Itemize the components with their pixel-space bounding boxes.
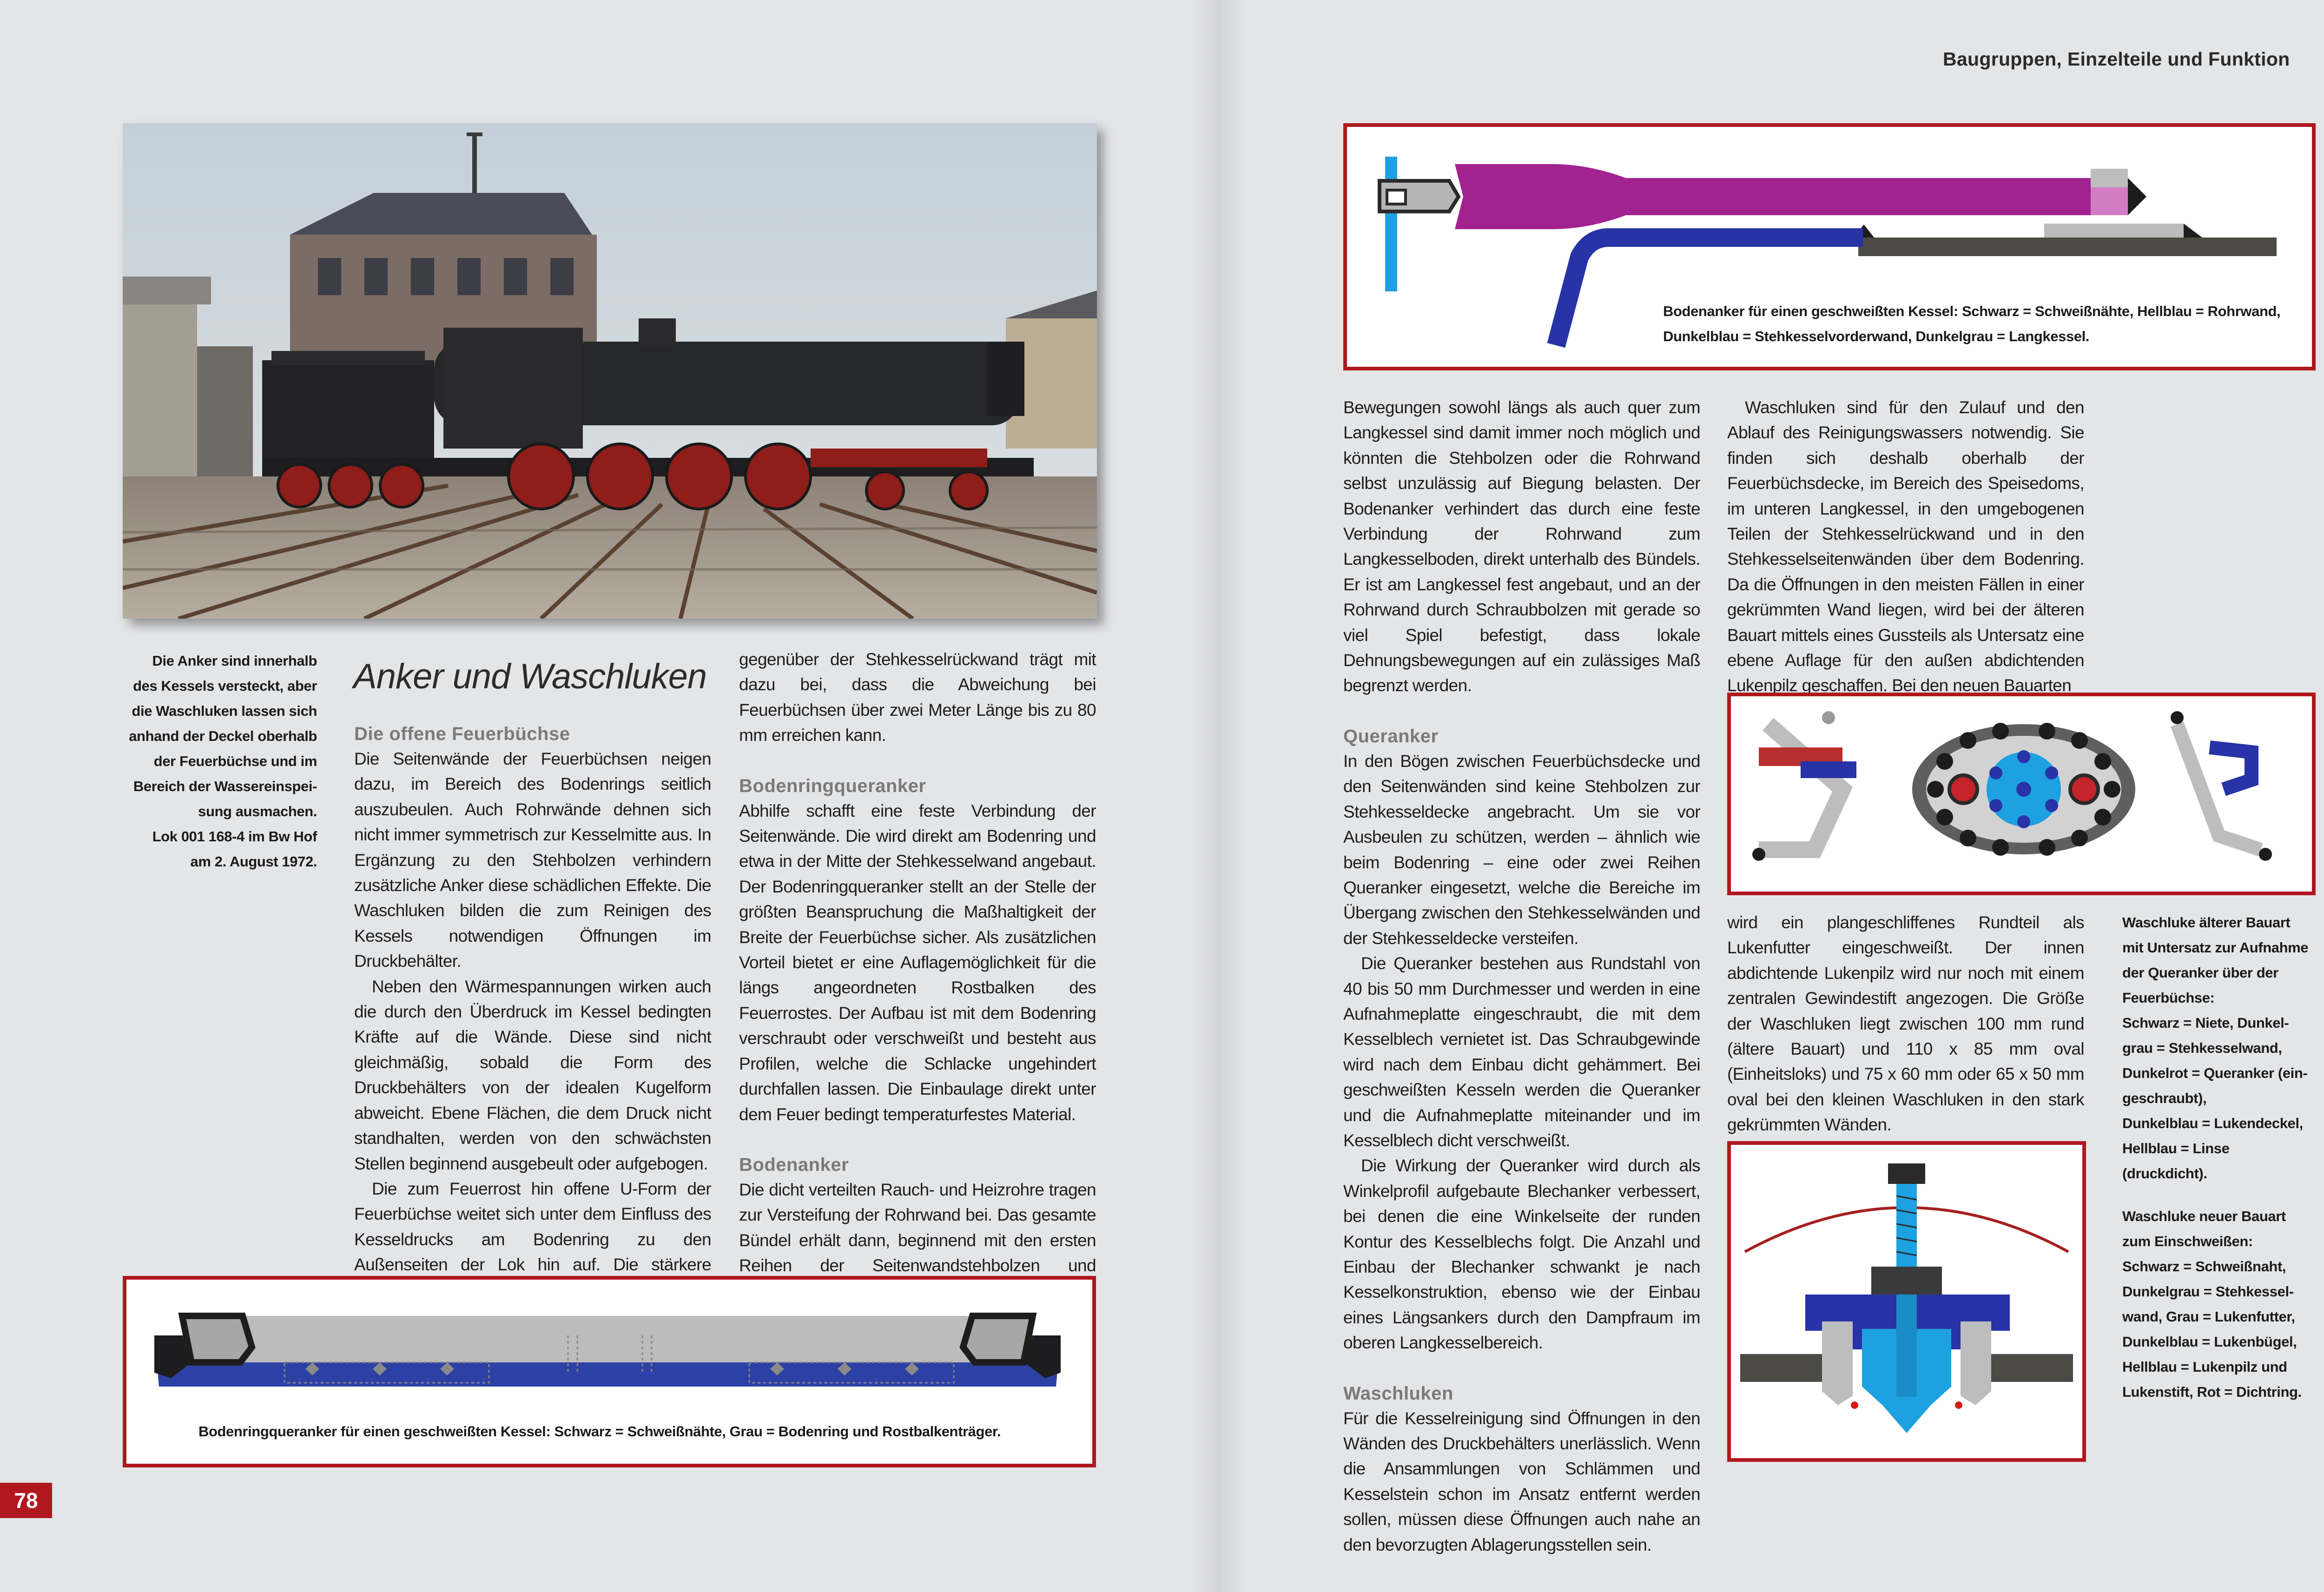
caption-waschluke-neu: Waschluke neuer Bauart zum Einschweißen:… <box>2122 1204 2317 1405</box>
caption-waschluke-neu-line: Waschluke neuer Bauart <box>2122 1208 2286 1224</box>
caption-waschluke-neu-line: wand, Grau = Lukenfutter, <box>2122 1308 2295 1325</box>
column-1-text: Die Seitenwände der Feuerbüchsen neigen … <box>354 746 712 1303</box>
column-2: gegenüber der Stehkesselrückwand trägt m… <box>739 647 1096 1329</box>
caption-waschluke-alt-line: mit Untersatz zur Aufnahme <box>2122 939 2309 956</box>
photo-caption-line: anhand der Deckel oberhalb <box>129 728 317 744</box>
column-3-para-3: Die Queranker bestehen aus Rundstahl von… <box>1343 954 1701 1150</box>
column-2-intro: gegenüber der Stehkesselrückwand trägt m… <box>739 650 1096 745</box>
subhead-waschluken: Waschluken <box>1343 1383 1453 1404</box>
caption-waschluke-neu-line: Schwarz = Schweißnaht, <box>2122 1258 2286 1275</box>
caption-waschluke-neu-line: Dunkelgrau = Stehkessel- <box>2122 1283 2294 1300</box>
column-3: Bewegungen sowohl längs als auch quer zu… <box>1343 395 1701 1558</box>
caption-waschluke-alt-line: Dunkelrot = Queranker (ein- <box>2122 1065 2308 1081</box>
locomotive-scene-graphic <box>123 123 1097 619</box>
column-4-lower: wird ein plangeschliffenes Rundteil als … <box>1727 910 2085 1138</box>
column-3-para-2: In den Bögen zwischen Feuerbüchsdecke un… <box>1343 751 1701 948</box>
photo-caption-line: am 2. August 1972. <box>190 853 317 870</box>
caption-waschluke-alt-line: Hellblau = Linse (druckdicht). <box>2122 1140 2230 1182</box>
figure-waschluke-alt <box>1727 693 2316 895</box>
running-header: Baugruppen, Einzelteile und Funktion <box>1943 48 2290 70</box>
column-2-para-1: Abhilfe schafft eine feste Verbindung de… <box>739 801 1096 1124</box>
column-3-para-4: Die Wirkung der Queranker wird durch als… <box>1343 1156 1701 1353</box>
article-title: Anker und Waschluken <box>353 657 707 696</box>
caption-waschluke-alt-line: Dunkelblau = Lukendeckel, <box>2122 1115 2303 1131</box>
locomotive-photo <box>123 123 1097 619</box>
photo-caption-line: die Waschluken lassen sich <box>132 703 317 719</box>
column-3-para-1: Bewegungen sowohl längs als auch quer zu… <box>1343 398 1701 695</box>
figure-waschluke-neu <box>1727 1141 2086 1462</box>
subhead-offene-feuerbuechse: Die offene Feuerbüchse <box>354 724 570 744</box>
caption-waschluke-alt: Waschluke älterer Bauart mit Untersatz z… <box>2122 910 2317 1186</box>
bodenanker-diagram <box>1378 157 2277 348</box>
paragraph: Die Seitenwände der Feuerbüchsen neigen … <box>354 749 712 971</box>
caption-waschluke-alt-line: grau = Stehkesselwand, <box>2122 1040 2282 1056</box>
caption-waschluke-alt-line: Feuerbüchse: <box>2122 990 2215 1006</box>
photo-caption-line: Bereich der Wassereinspei- <box>133 778 317 794</box>
figure-bodenanker-caption: Bodenanker für einen geschweißten Kessel… <box>1663 299 2304 349</box>
bodenringqueranker-diagram <box>154 1313 1061 1387</box>
figure-bodenringqueranker: Bodenringqueranker für einen geschweißte… <box>123 1276 1096 1467</box>
photo-caption-line: der Feuerbüchse und im <box>153 753 317 769</box>
figure-bodenanker-caption-line: Dunkelblau = Stehkesselvorderwand, Dunke… <box>1663 328 2090 344</box>
waschluke-alt-diagram <box>1752 711 2272 861</box>
figure-bodenanker: Bodenanker für einen geschweißten Kessel… <box>1343 123 2316 370</box>
spine-shadow <box>1190 0 1248 1592</box>
caption-waschluke-neu-line: Dunkelblau = Lukenbügel, <box>2122 1334 2297 1350</box>
caption-waschluke-alt-line: Schwarz = Niete, Dunkel- <box>2122 1015 2289 1031</box>
caption-waschluke-neu-line: Lukenstift, Rot = Dichtring. <box>2122 1384 2302 1400</box>
caption-waschluke-alt-line: der Queranker über der <box>2122 964 2278 981</box>
caption-waschluke-neu-line: Hellblau = Lukenpilz und <box>2122 1359 2287 1375</box>
caption-waschluke-alt-line: geschraubt), <box>2122 1090 2207 1106</box>
page-number-left: 78 <box>0 1483 52 1518</box>
waschluke-neu-diagram <box>1740 1163 2073 1433</box>
photo-caption-line: Die Anker sind innerhalb <box>152 653 317 669</box>
figure-bodenanker-caption-line: Bodenanker für einen geschweißten Kessel… <box>1663 303 2281 319</box>
figure-bodenringqueranker-caption: Bodenringqueranker für einen geschweißte… <box>198 1423 1001 1440</box>
photo-caption-line: sung ausmachen. <box>198 803 317 819</box>
column-1: Die offene Feuerbüchse Die Seitenwände d… <box>354 721 712 1303</box>
photo-caption-line: des Kessels versteckt, aber <box>133 678 317 694</box>
paragraph: Die zum Feuerrost hin offene U-Form der … <box>354 1179 712 1300</box>
caption-waschluke-neu-line: zum Einschweißen: <box>2122 1233 2253 1249</box>
caption-waschluke-alt-line: Waschluke älterer Bauart <box>2122 914 2291 931</box>
column-3-para-5: Für die Kesselreinigung sind Öffnungen i… <box>1343 1408 1701 1554</box>
photo-caption: Die Anker sind innerhalb des Kessels ver… <box>123 648 317 874</box>
subhead-bodenanker: Bodenanker <box>739 1154 849 1175</box>
photo-caption-line: Lok 001 168-4 im Bw Hof <box>152 828 317 845</box>
subhead-queranker: Queranker <box>1343 726 1439 746</box>
column-4-para-2: wird ein plangeschliffenes Rundteil als … <box>1727 913 2085 1135</box>
paragraph: Neben den Wärmespannungen wirken auch di… <box>354 977 712 1173</box>
column-4-para-1: Waschluken sind für den Zulauf und den A… <box>1727 398 2085 695</box>
column-4-top: Waschluken sind für den Zulauf und den A… <box>1727 395 2085 699</box>
subhead-bodenringqueranker: Bodenringqueranker <box>739 775 926 796</box>
